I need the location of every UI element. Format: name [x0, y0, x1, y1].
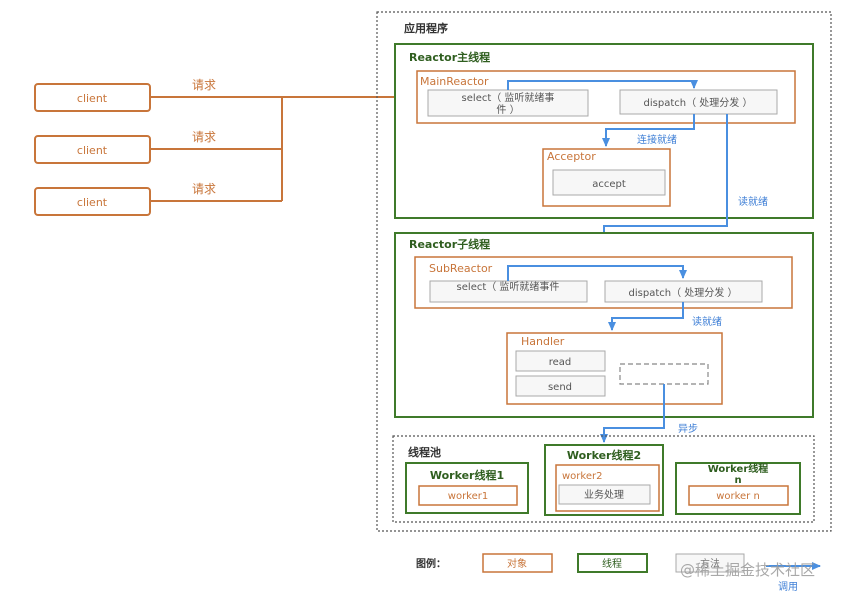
thread-pool-container — [392, 435, 815, 523]
read-label: read — [549, 357, 572, 368]
worker-thread-n-title-line2: n — [734, 475, 741, 486]
client-connectors — [150, 93, 415, 202]
client-3-label: client — [77, 196, 108, 209]
worker-thread-1-title: Worker线程1 — [430, 468, 504, 482]
legend-thread-label: 线程 — [602, 557, 622, 570]
reactor-sub-thread-title: Reactor子线程 — [409, 237, 490, 251]
workern-object — [688, 485, 789, 506]
acceptor-title: Acceptor — [547, 150, 596, 163]
main-select-line1: select（ 监听就绪事 — [462, 91, 555, 104]
connect-ready-label: 连接就绪 — [637, 133, 677, 146]
legend-object-label: 对象 — [507, 557, 527, 570]
application-title: 应用程序 — [404, 21, 448, 35]
watermark: @稀土掘金技术社区 — [680, 561, 815, 579]
worker1-object — [418, 485, 518, 506]
worker2-label: worker2 — [562, 471, 602, 482]
request-label-2: 请求 — [192, 130, 216, 144]
business-process-label: 业务处理 — [584, 488, 624, 501]
sub-reactor-title: SubReactor — [429, 262, 493, 275]
main-read-ready-label: 读就绪 — [738, 195, 768, 208]
legend-call-label: 调用 — [778, 581, 798, 593]
application-container — [376, 11, 832, 532]
sub-dispatch-label: dispatch（ 处理分发 ） — [629, 286, 738, 299]
client-3: client — [34, 187, 151, 216]
main-select-line2: 件 ） — [496, 104, 519, 116]
main-select-box — [427, 89, 589, 117]
legend-label: 图例： — [416, 557, 446, 570]
thread-pool-title: 线程池 — [408, 445, 441, 459]
request-label-1: 请求 — [192, 78, 216, 92]
request-label-3: 请求 — [192, 182, 216, 196]
main-reactor-title: MainReactor — [420, 75, 489, 88]
sub-read-ready-label: 读就绪 — [692, 315, 722, 328]
accept-box — [552, 169, 666, 196]
accept-label: accept — [592, 179, 626, 190]
workern-label: worker n — [716, 491, 760, 502]
main-dispatch-box — [619, 89, 778, 115]
client-1: client — [34, 83, 151, 112]
worker-thread-n-title-line1: Worker线程 — [708, 462, 769, 475]
client-2: client — [34, 135, 151, 164]
client-1-label: client — [77, 92, 108, 105]
worker-thread-2-title: Worker线程2 — [567, 448, 641, 462]
reactor-main-thread-title: Reactor主线程 — [409, 50, 490, 64]
business-process-box — [558, 484, 651, 505]
worker1-label: worker1 — [448, 491, 488, 502]
placeholder-box — [619, 363, 709, 385]
legend-thread: 线程 — [577, 553, 648, 573]
sub-select-label: select（ 监听就绪事件 — [457, 280, 560, 293]
legend-object: 对象 — [482, 553, 553, 573]
async-label: 异步 — [678, 423, 698, 435]
send-box — [515, 375, 606, 397]
handler-title: Handler — [521, 335, 565, 348]
client-2-label: client — [77, 144, 108, 157]
read-box — [515, 350, 606, 372]
send-label: send — [548, 382, 572, 393]
legend-method: 方法 — [675, 553, 745, 573]
legend-method-label: 方法 — [700, 557, 720, 570]
sub-flow-arrows — [507, 265, 687, 443]
main-dispatch-label: dispatch（ 处理分发 ） — [644, 96, 753, 109]
